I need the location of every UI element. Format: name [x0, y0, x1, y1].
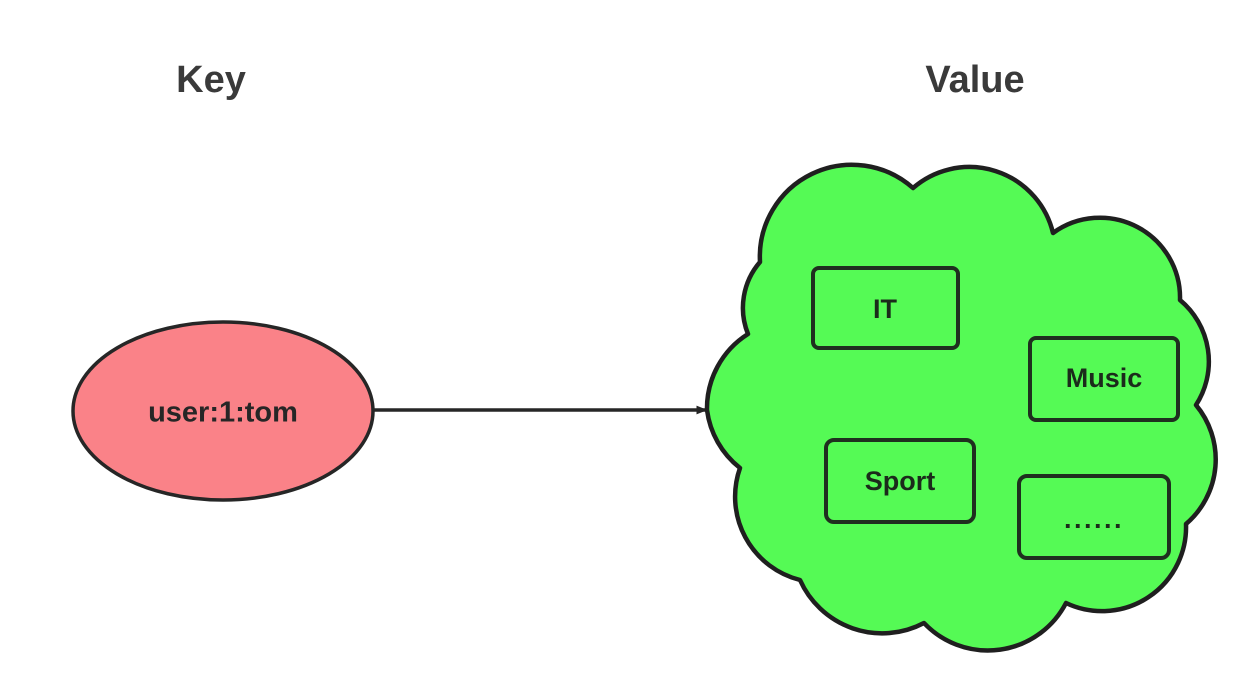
value-item-sport[interactable]: Sport — [824, 438, 976, 524]
value-item-more[interactable]: ······ — [1017, 474, 1171, 560]
key-node[interactable]: user:1:tom — [71, 320, 375, 502]
value-item-more-label: ······ — [1064, 511, 1124, 541]
value-item-it-box[interactable] — [811, 266, 960, 350]
value-item-music[interactable]: Music — [1028, 336, 1180, 422]
key-node-label: user:1:tom — [148, 397, 298, 429]
value-item-it[interactable]: IT — [811, 266, 960, 350]
value-item-sport-label: Sport — [865, 466, 936, 496]
value-node[interactable]: IT Music Sport ······ — [704, 162, 1218, 653]
value-item-it-label: IT — [873, 294, 898, 324]
key-column-header: Key — [176, 59, 246, 101]
value-item-music-label: Music — [1066, 363, 1143, 393]
value-item-more-box[interactable] — [1017, 474, 1171, 560]
value-column-header: Value — [925, 59, 1024, 101]
value-item-music-box[interactable] — [1028, 336, 1180, 422]
value-item-sport-box[interactable] — [824, 438, 976, 524]
